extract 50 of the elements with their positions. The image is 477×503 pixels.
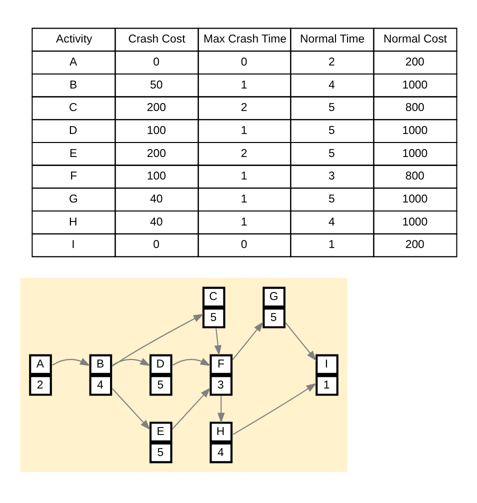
- label: 1: [240, 170, 248, 182]
- label: 2: [328, 56, 335, 68]
- label: 3: [328, 170, 335, 182]
- label: 4: [328, 216, 335, 228]
- label: 40: [150, 216, 163, 228]
- label: 5: [328, 124, 335, 136]
- label: 200: [405, 56, 424, 68]
- label: C: [69, 102, 78, 114]
- label: 50: [150, 78, 163, 91]
- label: 100: [146, 170, 166, 182]
- label: 800: [405, 102, 424, 114]
- label: 1: [240, 124, 248, 136]
- label: 800: [405, 170, 424, 182]
- label: 1000: [402, 147, 428, 160]
- label: 1000: [402, 124, 428, 136]
- label: 1000: [402, 192, 428, 205]
- label: 1: [240, 216, 248, 228]
- label: Normal Cost: [384, 33, 447, 46]
- label: 200: [405, 238, 424, 251]
- label: 1: [240, 78, 248, 91]
- label: H: [69, 216, 78, 228]
- label: 1: [240, 192, 248, 205]
- label: 5: [328, 102, 335, 114]
- label: 2: [240, 147, 248, 160]
- label: 4: [328, 78, 335, 91]
- label: 5: [328, 147, 335, 160]
- label: D: [69, 124, 78, 136]
- label: B: [70, 78, 78, 91]
- label: 0: [153, 238, 160, 251]
- label: 1: [328, 238, 335, 251]
- label: Activity: [56, 33, 92, 46]
- label: 200: [146, 102, 166, 114]
- label: 200: [146, 147, 166, 160]
- label: Crash Cost: [128, 33, 186, 46]
- label: 5: [328, 192, 335, 205]
- label: A: [70, 56, 78, 68]
- label: 2: [240, 102, 248, 114]
- label: 40: [150, 192, 163, 205]
- label: 100: [146, 124, 166, 136]
- label: Max Crash Time: [203, 33, 286, 46]
- label: I: [72, 238, 75, 251]
- label: 1000: [402, 78, 428, 91]
- label: 0: [240, 238, 248, 251]
- label: E: [70, 147, 78, 160]
- label: 0: [153, 56, 160, 68]
- label: F: [70, 170, 78, 182]
- label: 0: [240, 56, 248, 68]
- label: G: [69, 192, 78, 205]
- label: 1000: [402, 216, 428, 228]
- label: Normal Time: [300, 33, 365, 46]
